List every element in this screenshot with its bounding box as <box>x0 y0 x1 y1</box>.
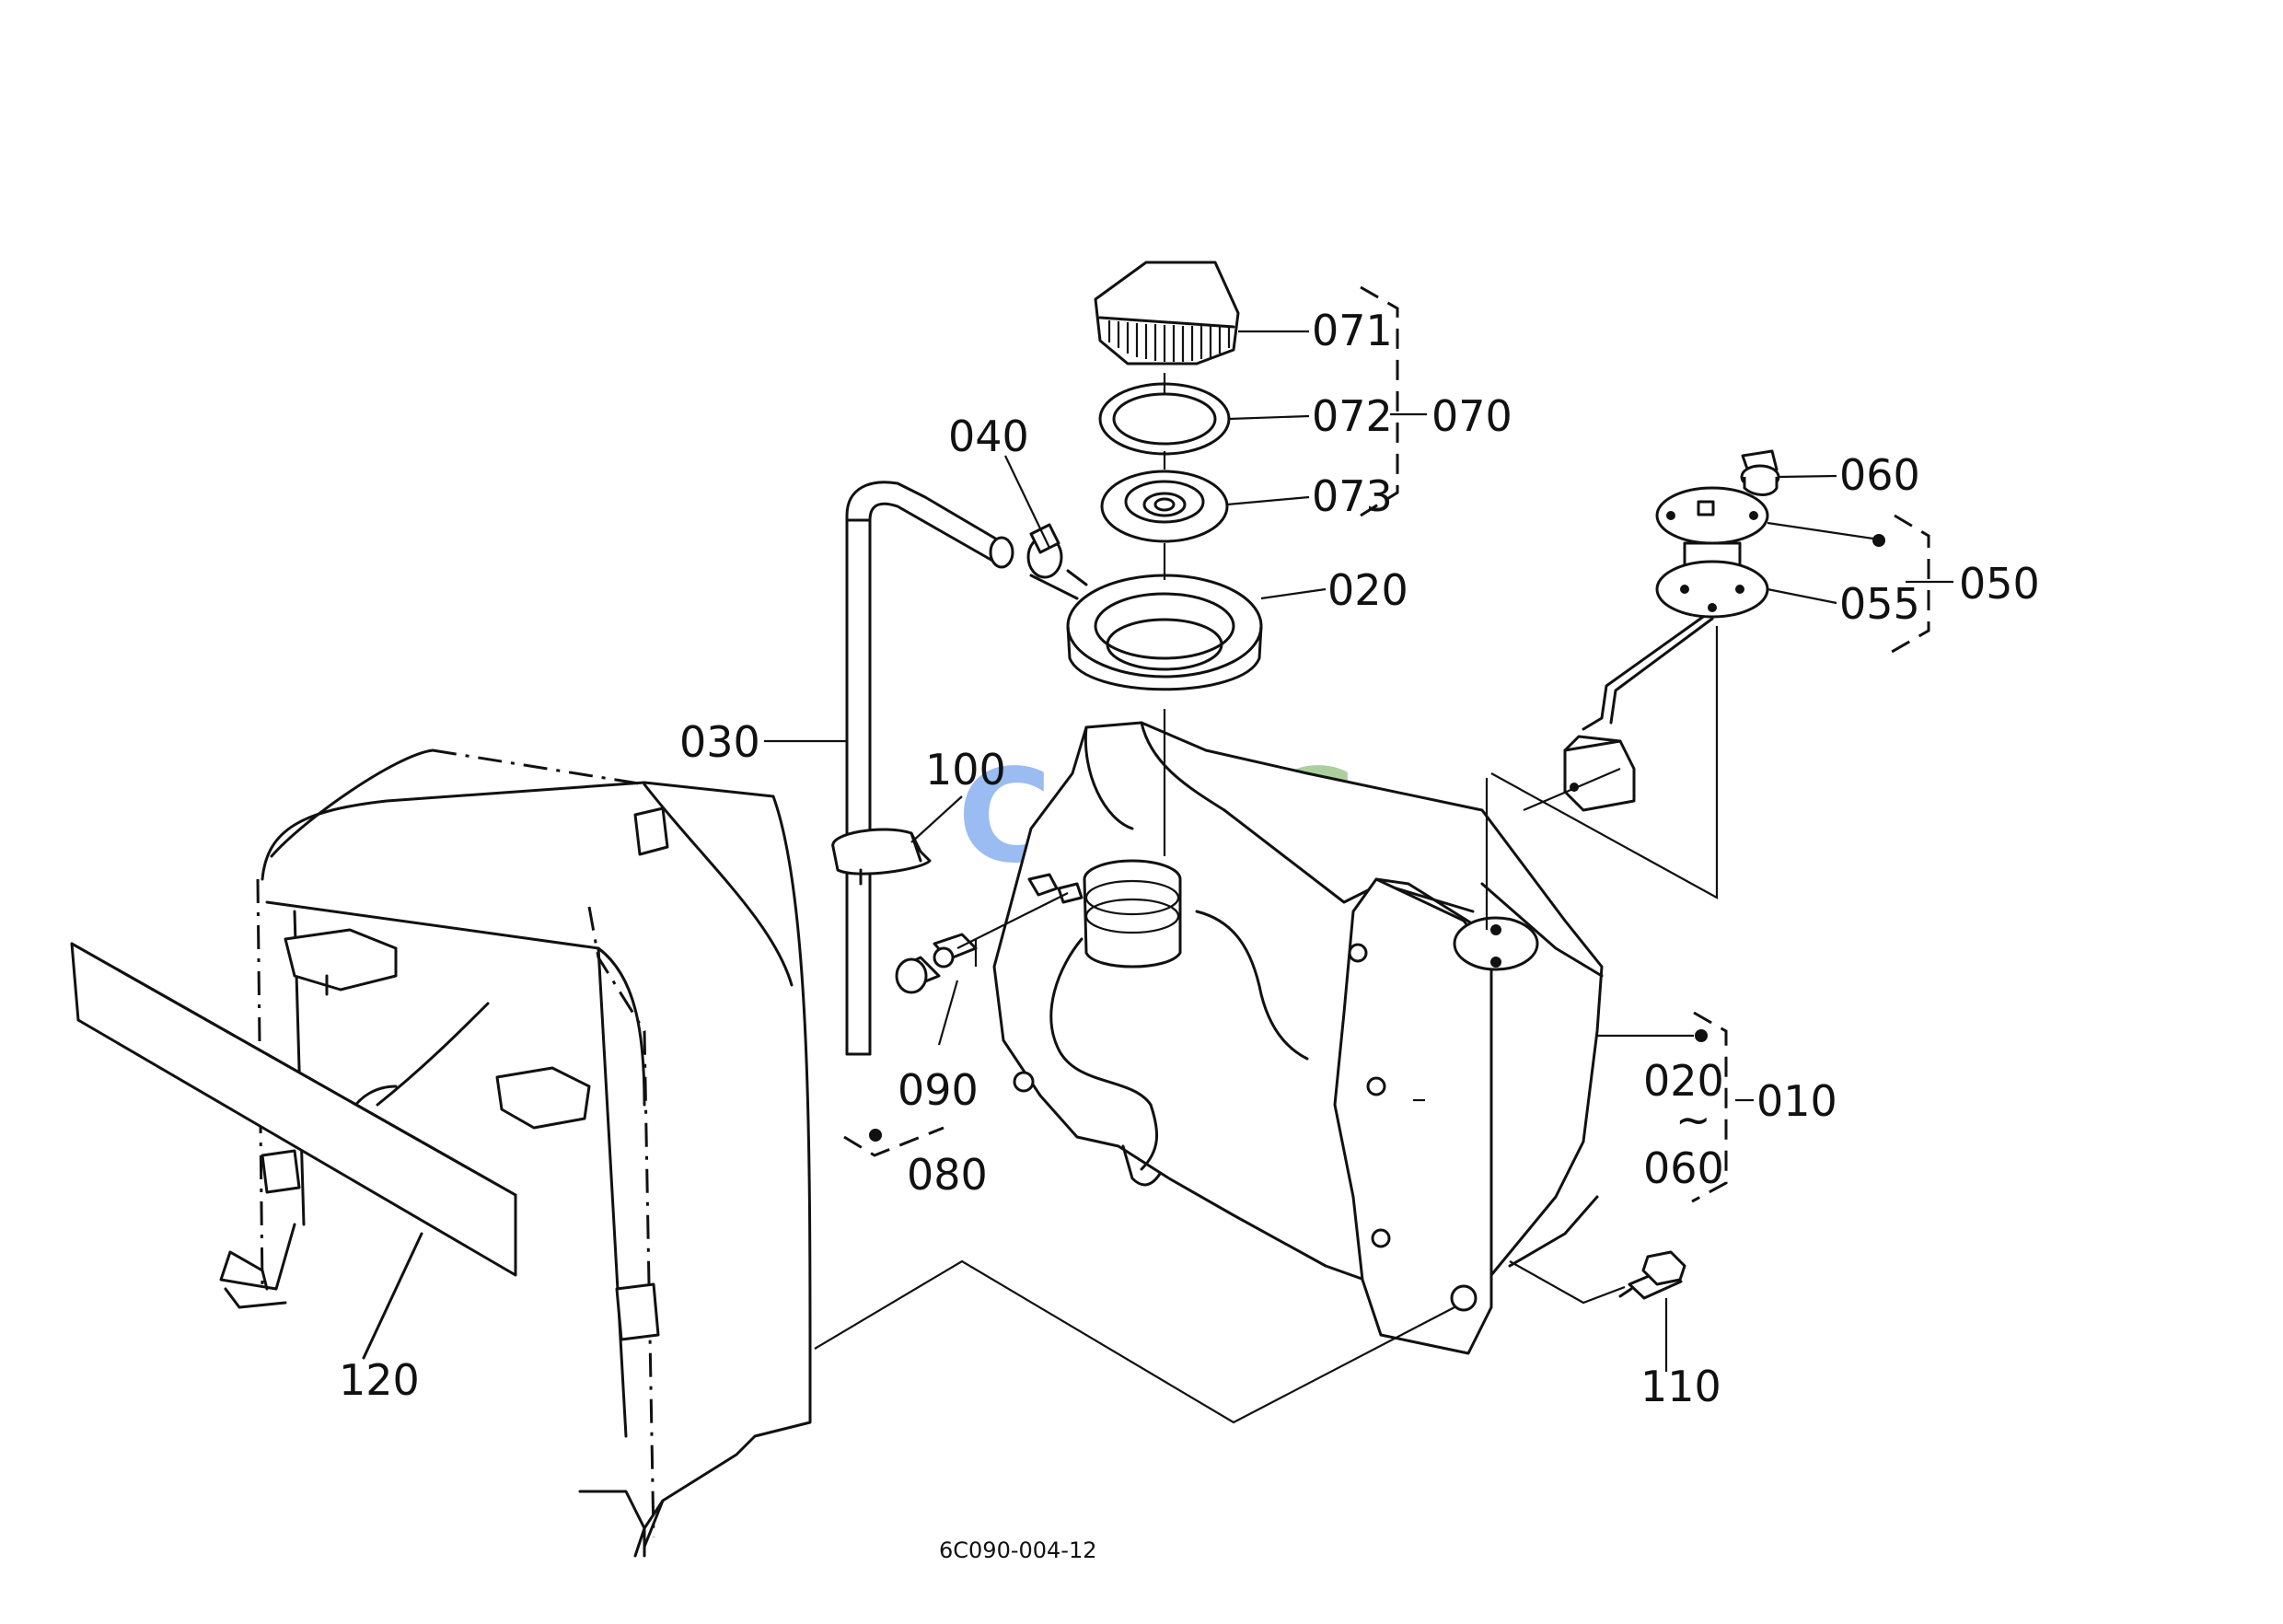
callout-050: 050 <box>1959 559 2040 609</box>
callout-060-range: 060 <box>1643 1143 1724 1193</box>
callout-055: 055 <box>1839 579 1920 629</box>
callout-072: 072 <box>1312 391 1393 441</box>
gasket-072 <box>1098 382 1231 456</box>
leader-lines <box>764 330 1953 1424</box>
front-pad-120 <box>70 942 517 1360</box>
callout-090: 090 <box>898 1065 979 1115</box>
callout-040: 040 <box>948 412 1029 461</box>
callout-010: 010 <box>1756 1076 1837 1126</box>
callout-020-range: 020 <box>1643 1056 1724 1106</box>
group-brackets <box>843 285 1930 1203</box>
callout-080: 080 <box>907 1150 988 1200</box>
ring-020 <box>1066 574 1263 691</box>
fuel-tank-010 <box>992 721 1604 1355</box>
filler-cap-071 <box>1094 261 1240 365</box>
strainer-073 <box>1100 470 1229 543</box>
callout-110: 110 <box>1640 1362 1721 1411</box>
callout-070: 070 <box>1431 391 1512 441</box>
hose-clamp-040 <box>1026 523 1088 600</box>
pipe-clamp-100 <box>831 828 932 886</box>
sender-unit-050 <box>1563 486 1769 812</box>
callout-100: 100 <box>925 745 1006 795</box>
callout-071: 071 <box>1312 306 1393 355</box>
breather-pipe-030 <box>845 481 1014 1056</box>
callout-073: 073 <box>1312 471 1393 521</box>
callout-120: 120 <box>339 1355 420 1405</box>
callout-030: 030 <box>679 717 760 767</box>
callout-060: 060 <box>1839 450 1920 500</box>
bolt-110 <box>1618 1250 1686 1300</box>
callout-020: 020 <box>1327 565 1408 615</box>
drawing-code: 6C090-004-12 <box>939 1537 1097 1563</box>
callout-labels: 071 072 070 073 040 020 060 050 055 030 … <box>339 306 2040 1411</box>
callout-range-separator: ~ <box>1675 1095 1711 1144</box>
nut-060 <box>1740 449 1780 496</box>
